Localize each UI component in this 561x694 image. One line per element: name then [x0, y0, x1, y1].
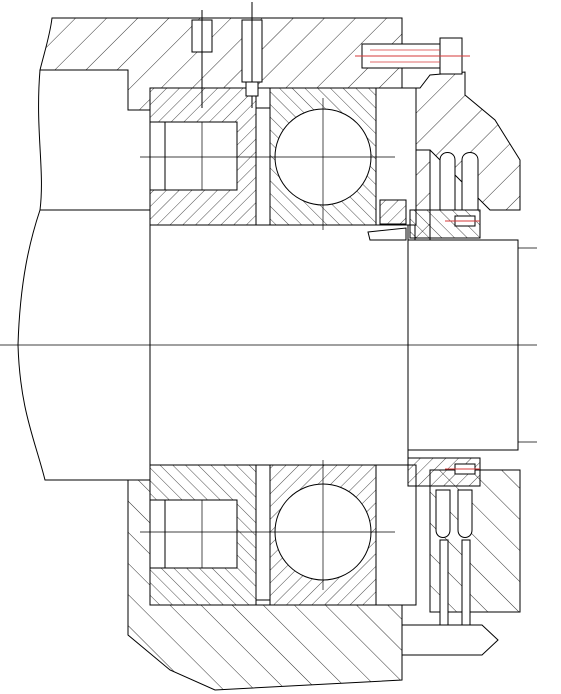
roller-bearing-top — [149, 87, 257, 226]
spacer-ring-bottom — [255, 464, 271, 601]
cover-bolt — [355, 37, 470, 75]
center-lines — [0, 98, 537, 590]
seal-assembly-top — [367, 87, 481, 241]
seal-assembly-bottom — [375, 457, 481, 631]
roller-bearing-bottom — [149, 464, 257, 606]
seal-red-marks — [445, 220, 480, 470]
locating-pin — [401, 624, 499, 656]
top-screws — [191, 2, 263, 108]
spacer-ring-top — [255, 107, 271, 226]
